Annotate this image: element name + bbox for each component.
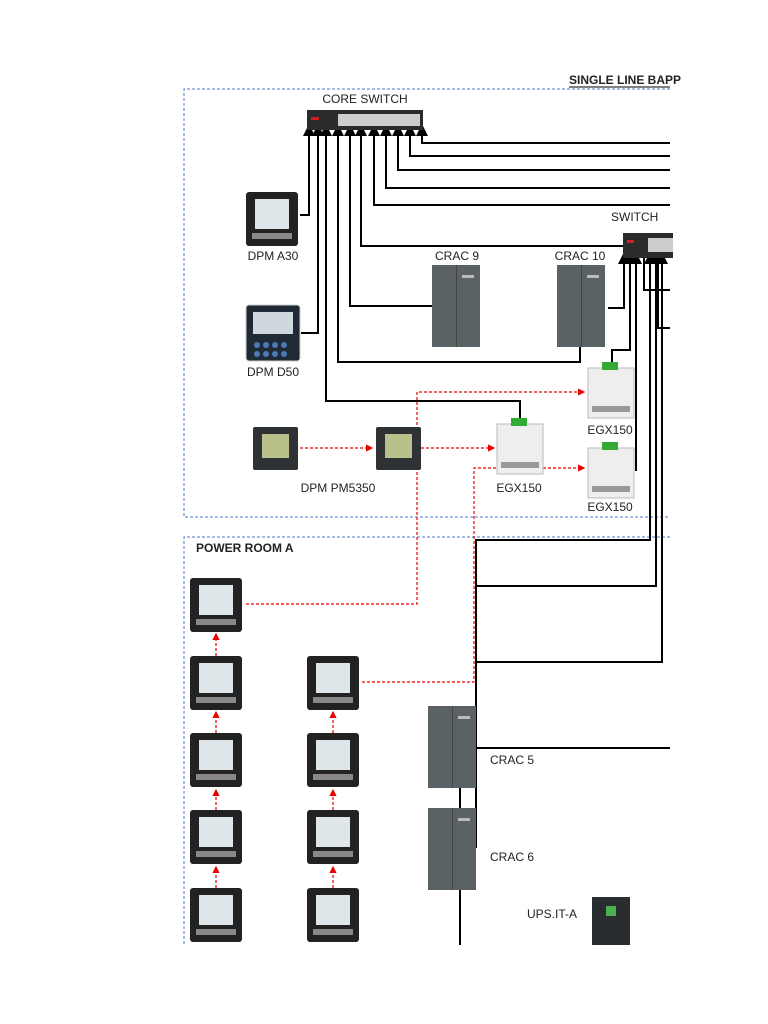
power-meter[interactable] — [190, 656, 242, 710]
dpm-pm5350-1[interactable] — [253, 427, 298, 470]
uplink-line-2 — [404, 124, 670, 157]
power-meter[interactable] — [307, 733, 359, 787]
crac6[interactable] — [428, 808, 476, 890]
crac10[interactable] — [557, 265, 605, 347]
power-meter[interactable] — [190, 578, 242, 632]
ethernet-lines — [300, 124, 670, 945]
dpm-d50[interactable] — [245, 304, 301, 362]
egx150-mid-label: EGX150 — [496, 481, 542, 495]
dpm-a30[interactable] — [246, 192, 298, 246]
power-meter[interactable] — [307, 810, 359, 864]
uplink-line-4 — [380, 124, 670, 189]
zone-power-room-a — [183, 536, 670, 945]
zone-upper — [183, 88, 670, 518]
modbus-to-egx-bottom — [362, 464, 586, 683]
power-meter[interactable] — [190, 888, 242, 942]
egx-mid-line — [320, 124, 521, 420]
switch[interactable] — [623, 233, 673, 258]
power-room-line — [476, 252, 668, 663]
diagram-title: SINGLE LINE BAPP — [569, 73, 681, 87]
crac9-label: CRAC 9 — [435, 249, 479, 263]
switch-out-line-2 — [657, 258, 670, 329]
crac5-label: CRAC 5 — [490, 753, 534, 767]
crac9-line — [344, 124, 432, 307]
crac10-switch-line — [608, 252, 630, 309]
dpm-pm5350-label: DPM PM5350 — [301, 481, 376, 495]
switch-label: SWITCH — [611, 210, 658, 224]
power-meter[interactable] — [190, 810, 242, 864]
crac10-label: CRAC 10 — [555, 249, 606, 263]
switch-link-line — [355, 124, 625, 247]
egx150-mid[interactable] — [496, 417, 544, 475]
crac6-label: CRAC 6 — [490, 850, 534, 864]
dpm-a30-line — [300, 124, 315, 216]
egx150-bottom-label: EGX150 — [587, 500, 633, 514]
switch-out-line-1 — [643, 258, 670, 291]
dpm-d50-label: DPM D50 — [247, 365, 299, 379]
uplink-line-3 — [392, 124, 670, 171]
crac10-line — [332, 124, 581, 363]
power-meter[interactable] — [307, 888, 359, 942]
crac6-line — [475, 252, 656, 848]
dpm-a30-label: DPM A30 — [248, 249, 299, 263]
dpm-pm5350-2[interactable] — [376, 427, 421, 470]
crac5[interactable] — [428, 706, 476, 788]
core-switch[interactable] — [307, 110, 423, 130]
ups-it-a-label: UPS.IT-A — [527, 907, 577, 921]
egx-top-line — [611, 252, 636, 362]
uplink-line-1 — [416, 124, 670, 144]
crac9[interactable] — [432, 265, 480, 347]
egx150-bottom[interactable] — [587, 441, 635, 499]
power-meter[interactable] — [307, 656, 359, 710]
power-meter[interactable] — [190, 733, 242, 787]
dpm-d50-line — [301, 124, 324, 334]
egx150-top-label: EGX150 — [587, 423, 633, 437]
zone-label-power-room-a: POWER ROOM A — [196, 541, 294, 555]
uplink-line-5 — [368, 124, 670, 206]
ups-it-a[interactable] — [592, 897, 630, 945]
crac5-riser-line — [476, 252, 662, 587]
core-switch-label: CORE SWITCH — [322, 92, 407, 106]
egx150-top[interactable] — [587, 361, 635, 419]
modbus-to-egx-top — [246, 388, 586, 605]
egx-bottom-line — [630, 252, 642, 471]
